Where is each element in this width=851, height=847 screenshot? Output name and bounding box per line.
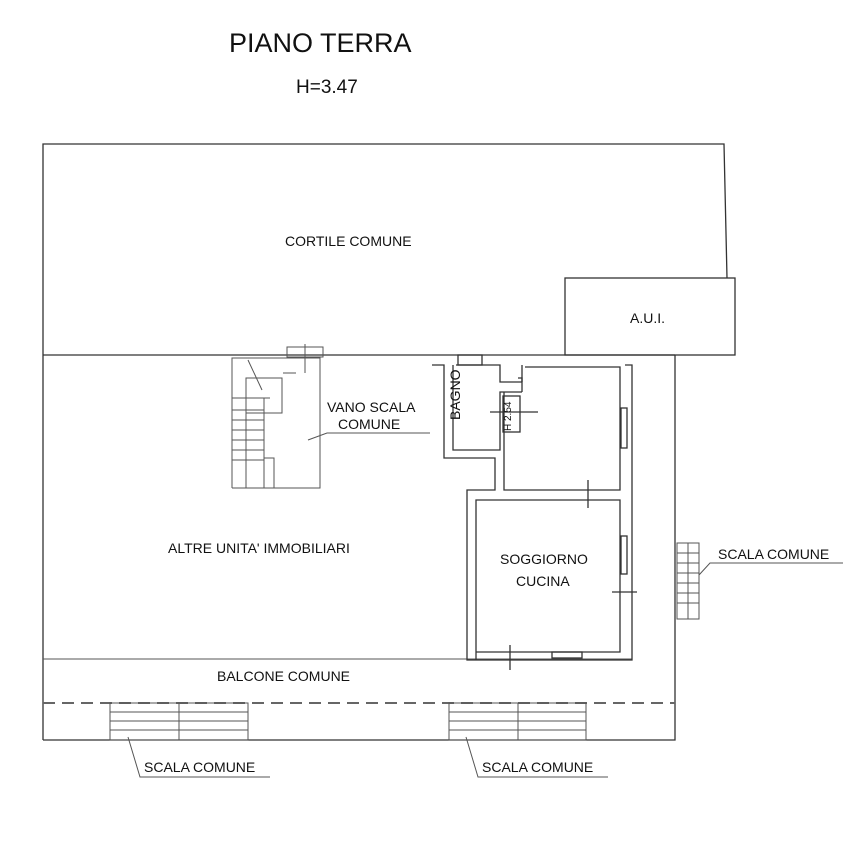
page-title: PIANO TERRA [229,28,412,58]
room-label-soggiorno: SOGGIORNO [500,551,588,567]
room-label-aui: A.U.I. [630,310,666,326]
room-label-altre-unita: ALTRE UNITA' IMMOBILIARI [168,540,350,556]
cortile-outline [42,143,728,740]
floor-height: H=3.47 [296,77,358,98]
room-label-cortile: CORTILE COMUNE [285,233,412,249]
room-label-vano-scala: VANO SCALA [327,399,416,415]
leader-scala-right [465,736,608,778]
room-label-cucina: CUCINA [516,573,570,589]
stair-bottom-right [448,702,587,741]
room-label-bagno: BAGNO [447,369,463,420]
building-wall-east-south [43,355,676,741]
bagno-height: H 2.54 [503,401,514,431]
label-scala-bottom-left: SCALA COMUNE [144,759,256,775]
room-label-balcone: BALCONE COMUNE [217,668,351,684]
label-scala-right: SCALA COMUNE [718,546,830,562]
room-label-vano-scala-2: COMUNE [338,416,401,432]
stairwell [231,344,430,489]
label-scala-bottom-right: SCALA COMUNE [482,759,594,775]
stair-bottom-left [109,702,249,741]
apartment-walls [432,354,637,670]
leader-scala-left [127,736,270,778]
stair-right [676,542,843,620]
